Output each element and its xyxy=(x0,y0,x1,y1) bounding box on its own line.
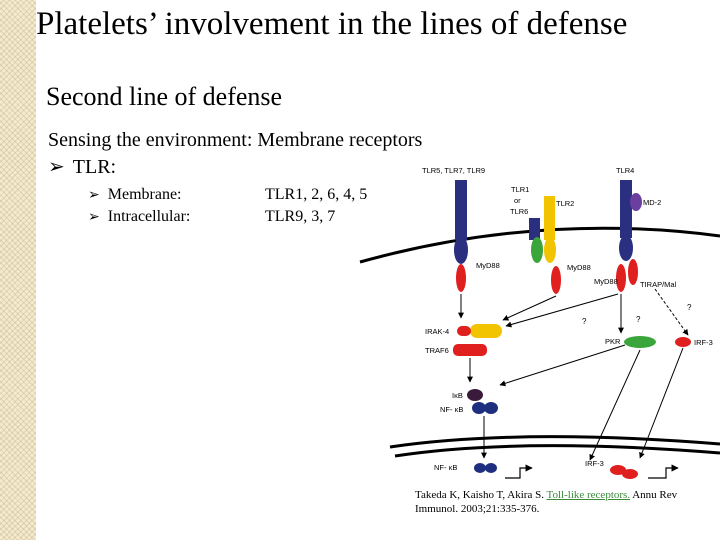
arrow-irf3-nucleus xyxy=(639,347,684,459)
tlr-signaling-diagram: TLR5, TLR7, TLR9 TLR1 or TLR6 TLR2 TLR4 … xyxy=(359,166,720,479)
label-irf3-nuclear: IRF-3 xyxy=(585,459,604,468)
slide-subtitle: Second line of defense xyxy=(46,82,283,111)
md2-protein xyxy=(630,193,642,211)
tir-domain-1 xyxy=(454,236,468,264)
gene-promoter-2 xyxy=(648,464,679,479)
nfkb-nuclear-a xyxy=(474,463,486,473)
label-nfkb: NF- κB xyxy=(440,405,463,414)
label-ikb: IκB xyxy=(452,391,463,400)
nfkb-protein-b xyxy=(484,402,498,414)
irak4-partner xyxy=(457,326,471,336)
arrow-tirap-irf3 xyxy=(654,288,689,336)
label-tirap: TIRAP/Mal xyxy=(640,280,677,289)
arrow-myd88-3-irak4 xyxy=(505,293,619,328)
arrow-bullet-icon: ➢ xyxy=(88,209,100,225)
traf6-protein xyxy=(453,344,487,356)
gene-promoter-1 xyxy=(505,464,533,479)
ikb-protein xyxy=(467,389,483,401)
label-myd88-2: MyD88 xyxy=(567,263,591,272)
label-tlr1: TLR1 xyxy=(511,185,529,194)
tir-domain-tlr1-6 xyxy=(531,237,543,263)
citation: Takeda K, Kaisho T, Akira S. Toll-like r… xyxy=(415,488,715,517)
label-nfkb-nuclear: NF- κB xyxy=(434,463,457,472)
arrow-pkr-ikb xyxy=(499,344,626,387)
arrow-bullet-icon: ➢ xyxy=(88,187,100,203)
nuclear-membrane-outer xyxy=(389,435,720,449)
membrane-item: ➢ Membrane: xyxy=(88,187,181,203)
decorative-sidebar xyxy=(0,0,36,540)
label-tlr5-7-9: TLR5, TLR7, TLR9 xyxy=(422,166,485,175)
tir-domain-tlr2 xyxy=(544,237,556,263)
receptor-tlr2 xyxy=(544,196,555,240)
tir-domain-tlr4 xyxy=(619,235,633,261)
question-mark-3: ? xyxy=(687,303,692,312)
myd88-3 xyxy=(616,264,626,292)
membrane-label: Membrane: xyxy=(107,186,182,203)
tlr-bullet: ➢ TLR: xyxy=(48,156,116,177)
citation-prefix: Takeda K, Kaisho T, Akira S. xyxy=(415,489,544,501)
slide-title: Platelets’ involvement in the lines of d… xyxy=(36,6,628,42)
irf3-nuclear-b xyxy=(622,469,638,479)
arrow-pkr-nucleus xyxy=(589,349,641,461)
irak4-protein xyxy=(470,324,502,338)
label-traf6: TRAF6 xyxy=(425,346,449,355)
label-md2: MD-2 xyxy=(643,198,661,207)
intracellular-label: Intracellular: xyxy=(107,208,191,225)
tlr-bullet-label: TLR: xyxy=(72,156,117,178)
citation-suffix: Annu Rev Immunol. 2003;21:335-376. xyxy=(415,489,678,516)
label-myd88-3: MyD88 xyxy=(594,277,618,286)
label-myd88-1: MyD88 xyxy=(476,261,500,270)
nuclear-membrane-inner xyxy=(394,444,720,458)
irf3-nuclear-a xyxy=(610,465,626,475)
receptor-tlr5-7-9 xyxy=(455,180,467,240)
irf3-protein xyxy=(675,337,691,347)
myd88-1 xyxy=(456,264,466,292)
label-or: or xyxy=(514,196,521,205)
label-irak4: IRAK-4 xyxy=(425,327,449,336)
intracellular-item: ➢ Intracellular: xyxy=(88,209,190,225)
receptor-tlr4 xyxy=(620,180,632,238)
membrane-value: TLR1, 2, 6, 4, 5 xyxy=(265,186,368,203)
section-heading: Sensing the environment: Membrane recept… xyxy=(48,129,423,151)
label-tlr2: TLR2 xyxy=(556,199,574,208)
label-tlr6: TLR6 xyxy=(510,207,528,216)
label-pkr: PKR xyxy=(605,337,621,346)
question-mark-2: ? xyxy=(636,315,641,324)
citation-link[interactable]: Toll-like receptors. xyxy=(546,489,631,501)
label-irf3: IRF-3 xyxy=(694,338,713,347)
pkr-protein xyxy=(624,336,656,348)
receptor-tlr1-6 xyxy=(529,218,540,240)
tirap-mal xyxy=(628,259,638,285)
myd88-2 xyxy=(551,266,561,294)
label-tlr4: TLR4 xyxy=(616,166,634,175)
arrow-myd88-2-irak4 xyxy=(502,295,557,321)
intracellular-value: TLR9, 3, 7 xyxy=(265,208,336,225)
nfkb-protein-a xyxy=(472,402,486,414)
arrow-bullet-icon: ➢ xyxy=(48,154,65,178)
nfkb-nuclear-b xyxy=(485,463,497,473)
question-mark-1: ? xyxy=(582,317,587,326)
